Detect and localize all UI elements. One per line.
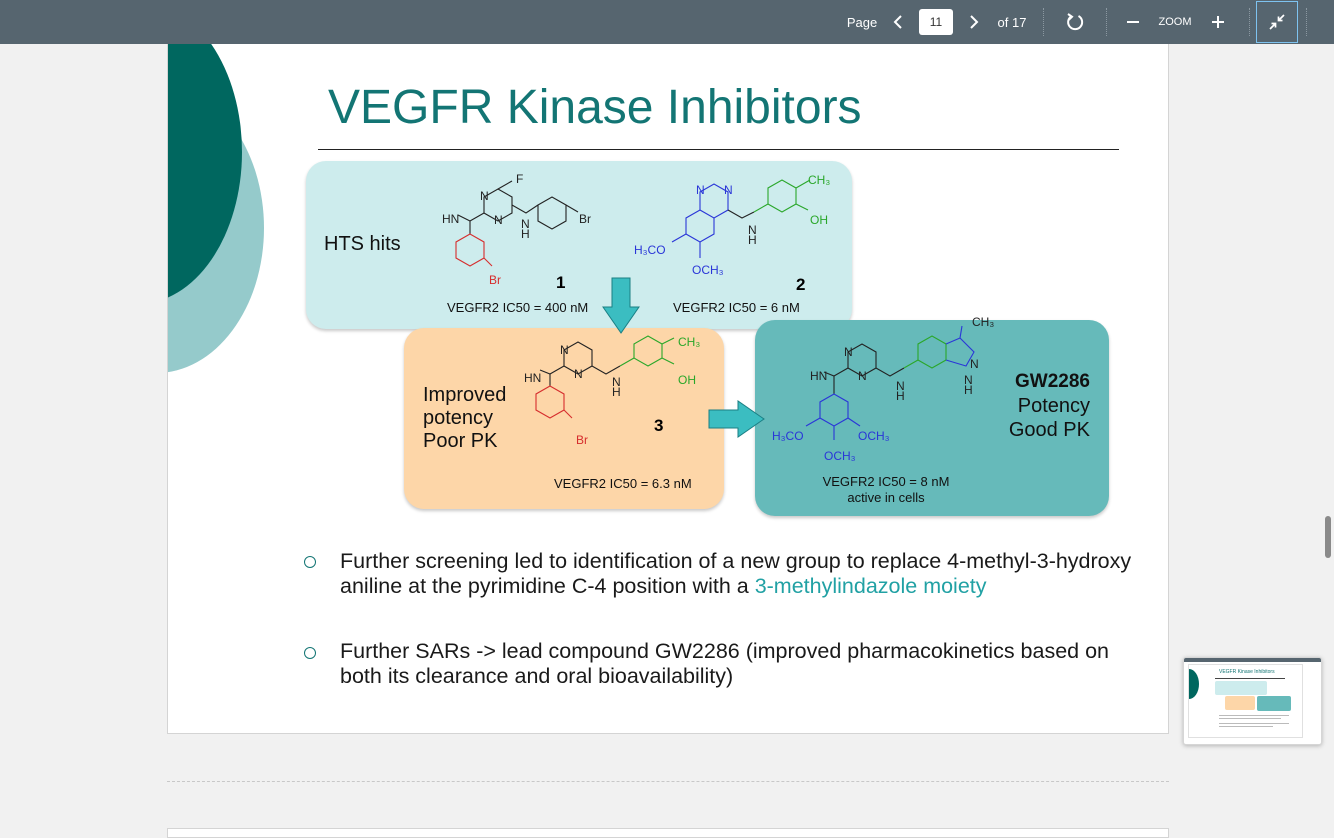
- toolbar-separator: [1043, 8, 1044, 36]
- svg-text:N: N: [696, 183, 705, 197]
- svg-text:Br: Br: [576, 433, 588, 447]
- svg-text:H: H: [748, 233, 757, 247]
- minus-icon: [1127, 21, 1139, 23]
- zoom-label: ZOOM: [1158, 16, 1192, 28]
- svg-text:N: N: [844, 345, 853, 359]
- scrollbar-thumb[interactable]: [1325, 516, 1331, 558]
- compound-3-structure: N N N H HN CH₃ OH Br: [524, 335, 700, 447]
- svg-text:N: N: [560, 343, 569, 357]
- svg-text:HN: HN: [810, 369, 827, 383]
- compound-2-structure: N N N H CH₃ OH H₃CO OCH₃: [634, 173, 830, 277]
- gw2286-ic50: VEGFR2 IC50 = 8 nM: [822, 474, 950, 489]
- hts-hits-box: [306, 161, 852, 329]
- compound-2-ic50: VEGFR2 IC50 = 6 nM: [673, 300, 800, 315]
- page-count: of 17: [997, 14, 1027, 30]
- bullet-marker: [304, 556, 316, 568]
- compound-3-line: Improved: [423, 384, 507, 406]
- page-number-input[interactable]: [919, 9, 953, 35]
- next-pdf-page: [167, 828, 1169, 838]
- down-arrow: [602, 277, 640, 334]
- toolbar-separator: [1306, 8, 1307, 36]
- slide-title: VEGFR Kinase Inhibitors: [328, 81, 862, 134]
- previous-page-button[interactable]: [886, 0, 910, 44]
- chevron-left-icon: [893, 15, 902, 29]
- svg-text:CH₃: CH₃: [972, 315, 994, 329]
- bullet-1-highlight: 3-methylindazole moiety: [754, 574, 987, 598]
- svg-text:CH₃: CH₃: [678, 335, 700, 349]
- svg-text:N: N: [964, 373, 973, 387]
- zoom-in-button[interactable]: [1207, 0, 1229, 44]
- svg-text:HN: HN: [524, 371, 541, 385]
- svg-text:H₃CO: H₃CO: [634, 243, 666, 257]
- svg-text:CH₃: CH₃: [808, 173, 830, 187]
- compound-1-ic50: VEGFR2 IC50 = 400 nM: [447, 300, 589, 315]
- toolbar-separator: [1106, 8, 1107, 36]
- gw2286-box: [755, 320, 1109, 516]
- svg-text:N: N: [970, 357, 979, 371]
- svg-text:N: N: [480, 189, 489, 203]
- bullet-1-text: Further screening led to identification …: [340, 549, 1132, 598]
- svg-text:N: N: [494, 213, 503, 227]
- compound-2-number: 2: [796, 275, 806, 294]
- thumbnail-title: VEGFR Kinase Inhibitors: [1219, 669, 1275, 675]
- svg-text:N: N: [858, 369, 867, 383]
- svg-text:Br: Br: [489, 273, 501, 287]
- right-arrow: [708, 400, 765, 438]
- svg-text:H: H: [521, 227, 530, 241]
- svg-text:N: N: [574, 367, 583, 381]
- collapse-icon: [1269, 14, 1285, 30]
- gw2286-note: active in cells: [847, 490, 925, 505]
- page-divider: [167, 781, 1169, 782]
- next-page-button[interactable]: [962, 0, 986, 44]
- rotate-icon: [1067, 13, 1084, 31]
- svg-text:N: N: [896, 379, 905, 393]
- svg-text:H: H: [964, 383, 973, 397]
- svg-text:Br: Br: [579, 212, 591, 226]
- svg-text:H: H: [612, 385, 621, 399]
- hts-hits-label: HTS hits: [324, 233, 401, 255]
- svg-text:OH: OH: [810, 213, 828, 227]
- svg-text:N: N: [521, 217, 530, 231]
- svg-text:N: N: [612, 375, 621, 389]
- compound-3-line: Poor PK: [423, 430, 498, 452]
- gw2286-name: GW2286: [1015, 371, 1090, 392]
- page-label: Page: [846, 14, 878, 30]
- svg-text:OCH₃: OCH₃: [824, 449, 856, 463]
- gw2286-line: Potency: [1017, 395, 1090, 417]
- compound-3-number: 3: [654, 416, 664, 435]
- svg-text:N: N: [724, 183, 733, 197]
- thumbnail-toolbar: [1184, 658, 1321, 662]
- svg-text:OH: OH: [678, 373, 696, 387]
- chevron-right-icon: [970, 15, 979, 29]
- bullet-2-text: Further SARs -> lead compound GW2286 (im…: [340, 639, 1110, 688]
- compound-3-ic50: VEGFR2 IC50 = 6.3 nM: [554, 476, 692, 491]
- rotate-button[interactable]: [1062, 0, 1088, 44]
- svg-text:F: F: [516, 172, 523, 186]
- thumbnail-page: VEGFR Kinase Inhibitors: [1188, 664, 1303, 738]
- plus-icon: [1212, 16, 1224, 28]
- compound-1-structure: N N F N H Br HN Br: [442, 172, 591, 287]
- pdf-page: VEGFR Kinase Inhibitors HTS hits N N F N…: [167, 44, 1169, 734]
- compound-3-line: potency: [423, 407, 494, 429]
- svg-text:H₃CO: H₃CO: [772, 429, 804, 443]
- zoom-out-button[interactable]: [1122, 0, 1144, 44]
- bullet-2: Further SARs -> lead compound GW2286 (im…: [340, 639, 1120, 689]
- svg-text:HN: HN: [442, 212, 459, 226]
- svg-text:H: H: [896, 389, 905, 403]
- bullet-1: Further screening led to identification …: [340, 549, 1140, 599]
- title-rule: [318, 149, 1119, 150]
- exit-fullscreen-button[interactable]: [1256, 1, 1298, 43]
- page-thumbnail[interactable]: VEGFR Kinase Inhibitors: [1183, 657, 1322, 745]
- svg-text:OCH₃: OCH₃: [692, 263, 724, 277]
- corner-decoration: [168, 44, 264, 373]
- toolbar-separator: [1249, 8, 1250, 36]
- compound-1-number: 1: [556, 273, 566, 292]
- gw2286-structure: N N N H HN N N H CH₃ H₃CO OCH₃ OCH₃: [772, 315, 994, 463]
- svg-text:OCH₃: OCH₃: [858, 429, 890, 443]
- svg-text:N: N: [748, 223, 757, 237]
- pdf-toolbar: Page of 17 ZOOM: [0, 0, 1334, 44]
- bullet-marker: [304, 647, 316, 659]
- gw2286-line: Good PK: [1008, 419, 1090, 441]
